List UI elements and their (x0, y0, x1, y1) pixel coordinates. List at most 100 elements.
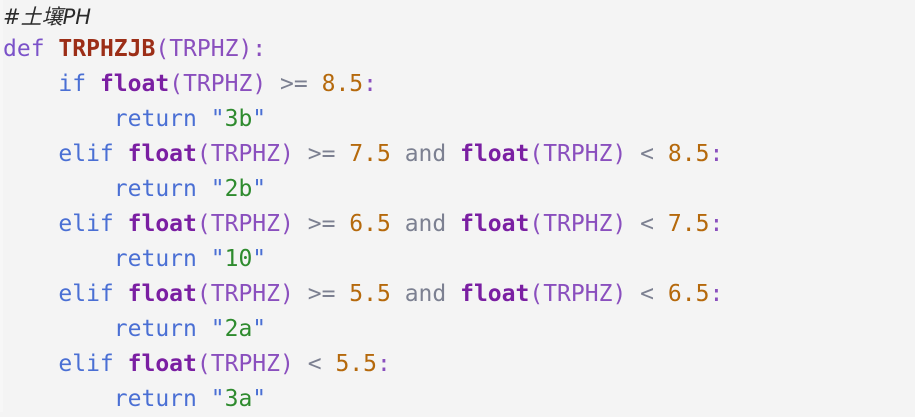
code-token-punct: : (709, 211, 724, 237)
code-token-fname: TRPHZJB (58, 36, 156, 62)
code-line[interactable]: return "2b" (0, 172, 915, 207)
code-token-name: TRPHZ (543, 211, 613, 237)
code-token-plain (654, 141, 668, 167)
code-line[interactable]: return "3b" (0, 102, 915, 137)
code-token-name: TRPHZ (210, 211, 280, 237)
code-token-plain (197, 386, 211, 412)
code-token-kw2: return (113, 386, 197, 412)
code-token-punct: ( (196, 211, 211, 237)
code-token-quote: " (252, 316, 267, 342)
code-line[interactable]: return "3a" (0, 382, 915, 417)
code-token-str: 2b (224, 176, 253, 202)
code-token-plain (294, 351, 308, 377)
code-token-quote: " (252, 386, 267, 412)
code-token-op: < (307, 351, 322, 377)
code-token-plain (446, 211, 460, 237)
code-token-quote: " (210, 386, 225, 412)
code-token-punct: ) (280, 211, 294, 237)
code-token-plain (626, 211, 640, 237)
code-token-name: TRPHZ (169, 36, 239, 62)
code-token-plain (114, 351, 128, 377)
code-token-punct: ) (252, 71, 267, 97)
code-token-str: 2a (224, 316, 253, 342)
code-line[interactable]: return "10" (0, 242, 915, 277)
code-token-name: TRPHZ (210, 141, 280, 167)
code-token-punct: ( (196, 351, 211, 377)
code-token-quote: " (210, 246, 225, 272)
code-line[interactable]: def TRPHZJB(TRPHZ): (0, 32, 915, 67)
code-token-plain (654, 281, 668, 307)
code-token-punct: ( (155, 36, 170, 62)
code-token-plain (266, 71, 280, 97)
code-token-kw: def (3, 36, 45, 62)
code-token-name: TRPHZ (210, 351, 280, 377)
code-line[interactable]: if float(TRPHZ) >= 8.5: (0, 67, 915, 102)
code-token-num: 5.5 (349, 281, 391, 307)
code-token-plain (391, 211, 405, 237)
code-token-op: and (404, 211, 447, 237)
code-token-plain (197, 176, 211, 202)
code-token-quote: " (210, 106, 225, 132)
code-line[interactable]: elif float(TRPHZ) >= 5.5 and float(TRPHZ… (0, 277, 915, 312)
code-indent (3, 141, 58, 167)
code-token-builtin: float (127, 351, 197, 377)
code-token-punct: ) (280, 351, 294, 377)
code-token-plain (391, 281, 405, 307)
code-token-plain (197, 316, 211, 342)
code-token-plain (308, 71, 322, 97)
code-token-plain (114, 211, 128, 237)
code-token-builtin: float (127, 281, 197, 307)
code-token-builtin: float (127, 141, 197, 167)
code-token-punct: ( (196, 141, 211, 167)
code-indent (3, 176, 114, 202)
code-token-plain (335, 211, 349, 237)
code-token-punct: ( (529, 141, 544, 167)
code-token-quote: " (252, 176, 267, 202)
code-token-punct: ) (612, 141, 627, 167)
code-token-punct: ( (529, 281, 544, 307)
code-token-plain (626, 281, 640, 307)
code-token-op: < (640, 141, 655, 167)
code-indent (3, 281, 58, 307)
code-token-name: TRPHZ (210, 281, 280, 307)
code-token-plain (294, 281, 308, 307)
code-line[interactable]: return "2a" (0, 312, 915, 347)
code-token-str: 3b (224, 106, 253, 132)
code-token-plain (446, 141, 460, 167)
code-line[interactable]: elif float(TRPHZ) >= 6.5 and float(TRPHZ… (0, 207, 915, 242)
code-token-op: and (404, 281, 447, 307)
code-token-punct: ) (612, 281, 627, 307)
code-token-plain (114, 281, 128, 307)
code-token-punct: : (709, 141, 724, 167)
code-token-quote: " (252, 246, 267, 272)
code-token-num: 8.5 (667, 141, 710, 167)
code-line[interactable]: elif float(TRPHZ) >= 7.5 and float(TRPHZ… (0, 137, 915, 172)
code-token-punct: ) (612, 211, 627, 237)
code-token-num: 7.5 (349, 141, 391, 167)
code-token-op: < (640, 211, 655, 237)
code-token-punct: ( (169, 71, 184, 97)
code-token-op: >= (307, 141, 336, 167)
code-indent (3, 211, 58, 237)
code-token-punct: : (376, 351, 391, 377)
code-token-comment: #土壤PH (3, 5, 92, 29)
code-token-punct: ): (238, 36, 267, 62)
code-token-op: and (404, 141, 447, 167)
code-token-num: 6.5 (667, 281, 710, 307)
code-token-builtin: float (99, 71, 170, 97)
code-token-kw2: elif (58, 141, 114, 167)
code-token-plain (197, 246, 211, 272)
code-line[interactable]: #土壤PH (0, 0, 915, 32)
code-token-num: 6.5 (349, 211, 391, 237)
code-token-quote: " (252, 106, 267, 132)
code-token-kw2: elif (58, 281, 114, 307)
code-token-name: TRPHZ (543, 281, 613, 307)
code-token-punct: : (363, 71, 377, 97)
code-token-quote: " (210, 176, 225, 202)
code-token-builtin: float (127, 211, 197, 237)
code-line[interactable]: elif float(TRPHZ) < 5.5: (0, 347, 915, 382)
code-indent (3, 351, 58, 377)
code-token-plain (294, 211, 308, 237)
